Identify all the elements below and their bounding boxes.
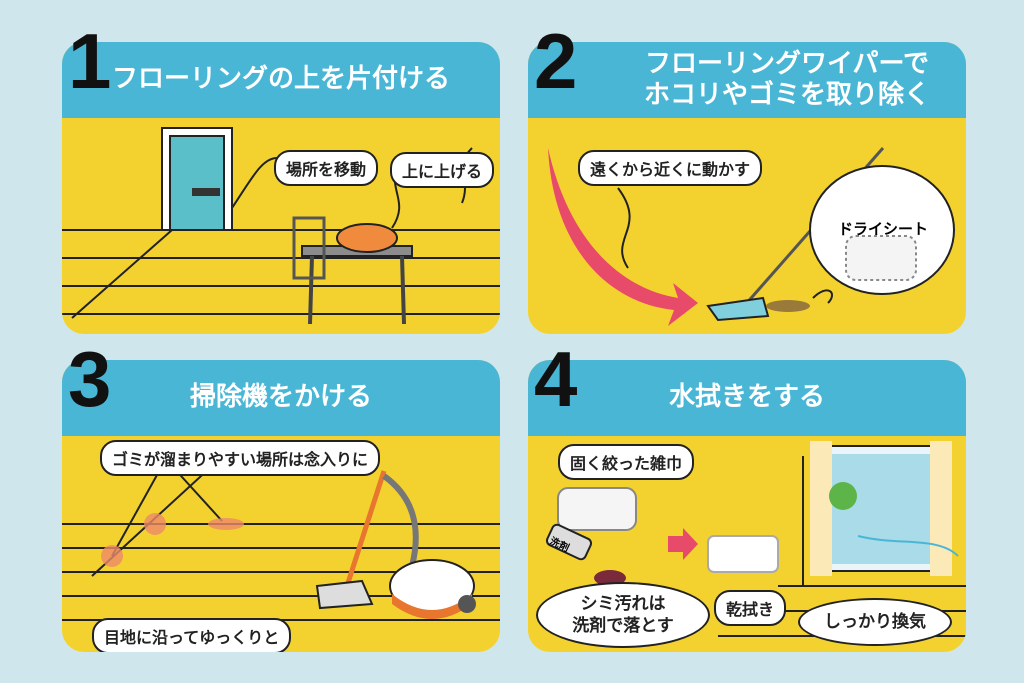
step-2-title: フローリングワイパーでホコリやゴミを取り除く	[528, 42, 966, 118]
chair	[292, 216, 326, 280]
step-3-panel: 掃除機をかける ゴミが溜まりやすい場所は念入りに 目地に沿ってゆっくりと	[62, 360, 500, 652]
detergent-bottle	[545, 523, 593, 561]
label-dry-sheet: ドライシート	[838, 220, 929, 238]
step-4-title: 水拭きをする	[528, 360, 966, 436]
label-along-joints: 目地に沿ってゆっくりと	[92, 618, 292, 652]
label-careful-spots: ゴミが溜まりやすい場所は念入りに	[100, 440, 381, 476]
step-3-number: 3	[68, 335, 112, 423]
step-4-panel: 水拭きをする 洗剤 固く絞った雑巾 シミ汚れは洗剤で落とす 乾拭き しっかり換気	[528, 360, 966, 652]
wet-cloth	[557, 487, 637, 531]
arrow-right-icon	[668, 528, 698, 560]
step-2-panel: フローリングワイパーでホコリやゴミを取り除く 遠くから近くに動かす ドライシート	[528, 42, 966, 334]
step-1-number: 1	[68, 17, 112, 105]
label-ventilate: しっかり換気	[798, 598, 952, 646]
step-2-title-line1: フローリングワイパーで	[645, 48, 929, 79]
step-2-title-line2: ホコリやゴミを取り除く	[643, 80, 930, 110]
label-stain-line2: 洗剤で落とす	[572, 616, 674, 636]
label-dry-wipe: 乾拭き	[714, 590, 787, 626]
label-wrung-cloth: 固く絞った雑巾	[558, 444, 695, 480]
label-move-location: 場所を移動	[274, 150, 379, 186]
vacuum-pipe	[344, 470, 387, 587]
label-stain-line1: シミ汚れは	[580, 593, 666, 614]
step-4-number: 4	[534, 335, 578, 423]
label-lift-up: 上に上げる	[390, 152, 495, 188]
step-3-title: 掃除機をかける	[62, 360, 500, 436]
cushion	[336, 223, 398, 253]
arrow-icon	[548, 148, 698, 326]
dry-cloth	[707, 535, 779, 573]
step-1-panel: フローリングの上を片付ける 場所を移動 上に上げる	[62, 42, 500, 334]
wiper-head	[706, 296, 770, 322]
step-1-title: フローリングの上を片付ける	[62, 42, 500, 118]
floor-tidy-illustration	[62, 127, 500, 325]
label-stain-removal: シミ汚れは洗剤で落とす	[536, 582, 710, 648]
step-2-number: 2	[534, 17, 578, 105]
label-far-to-near: 遠くから近くに動かす	[578, 150, 763, 186]
wiper-illustration	[548, 147, 955, 326]
